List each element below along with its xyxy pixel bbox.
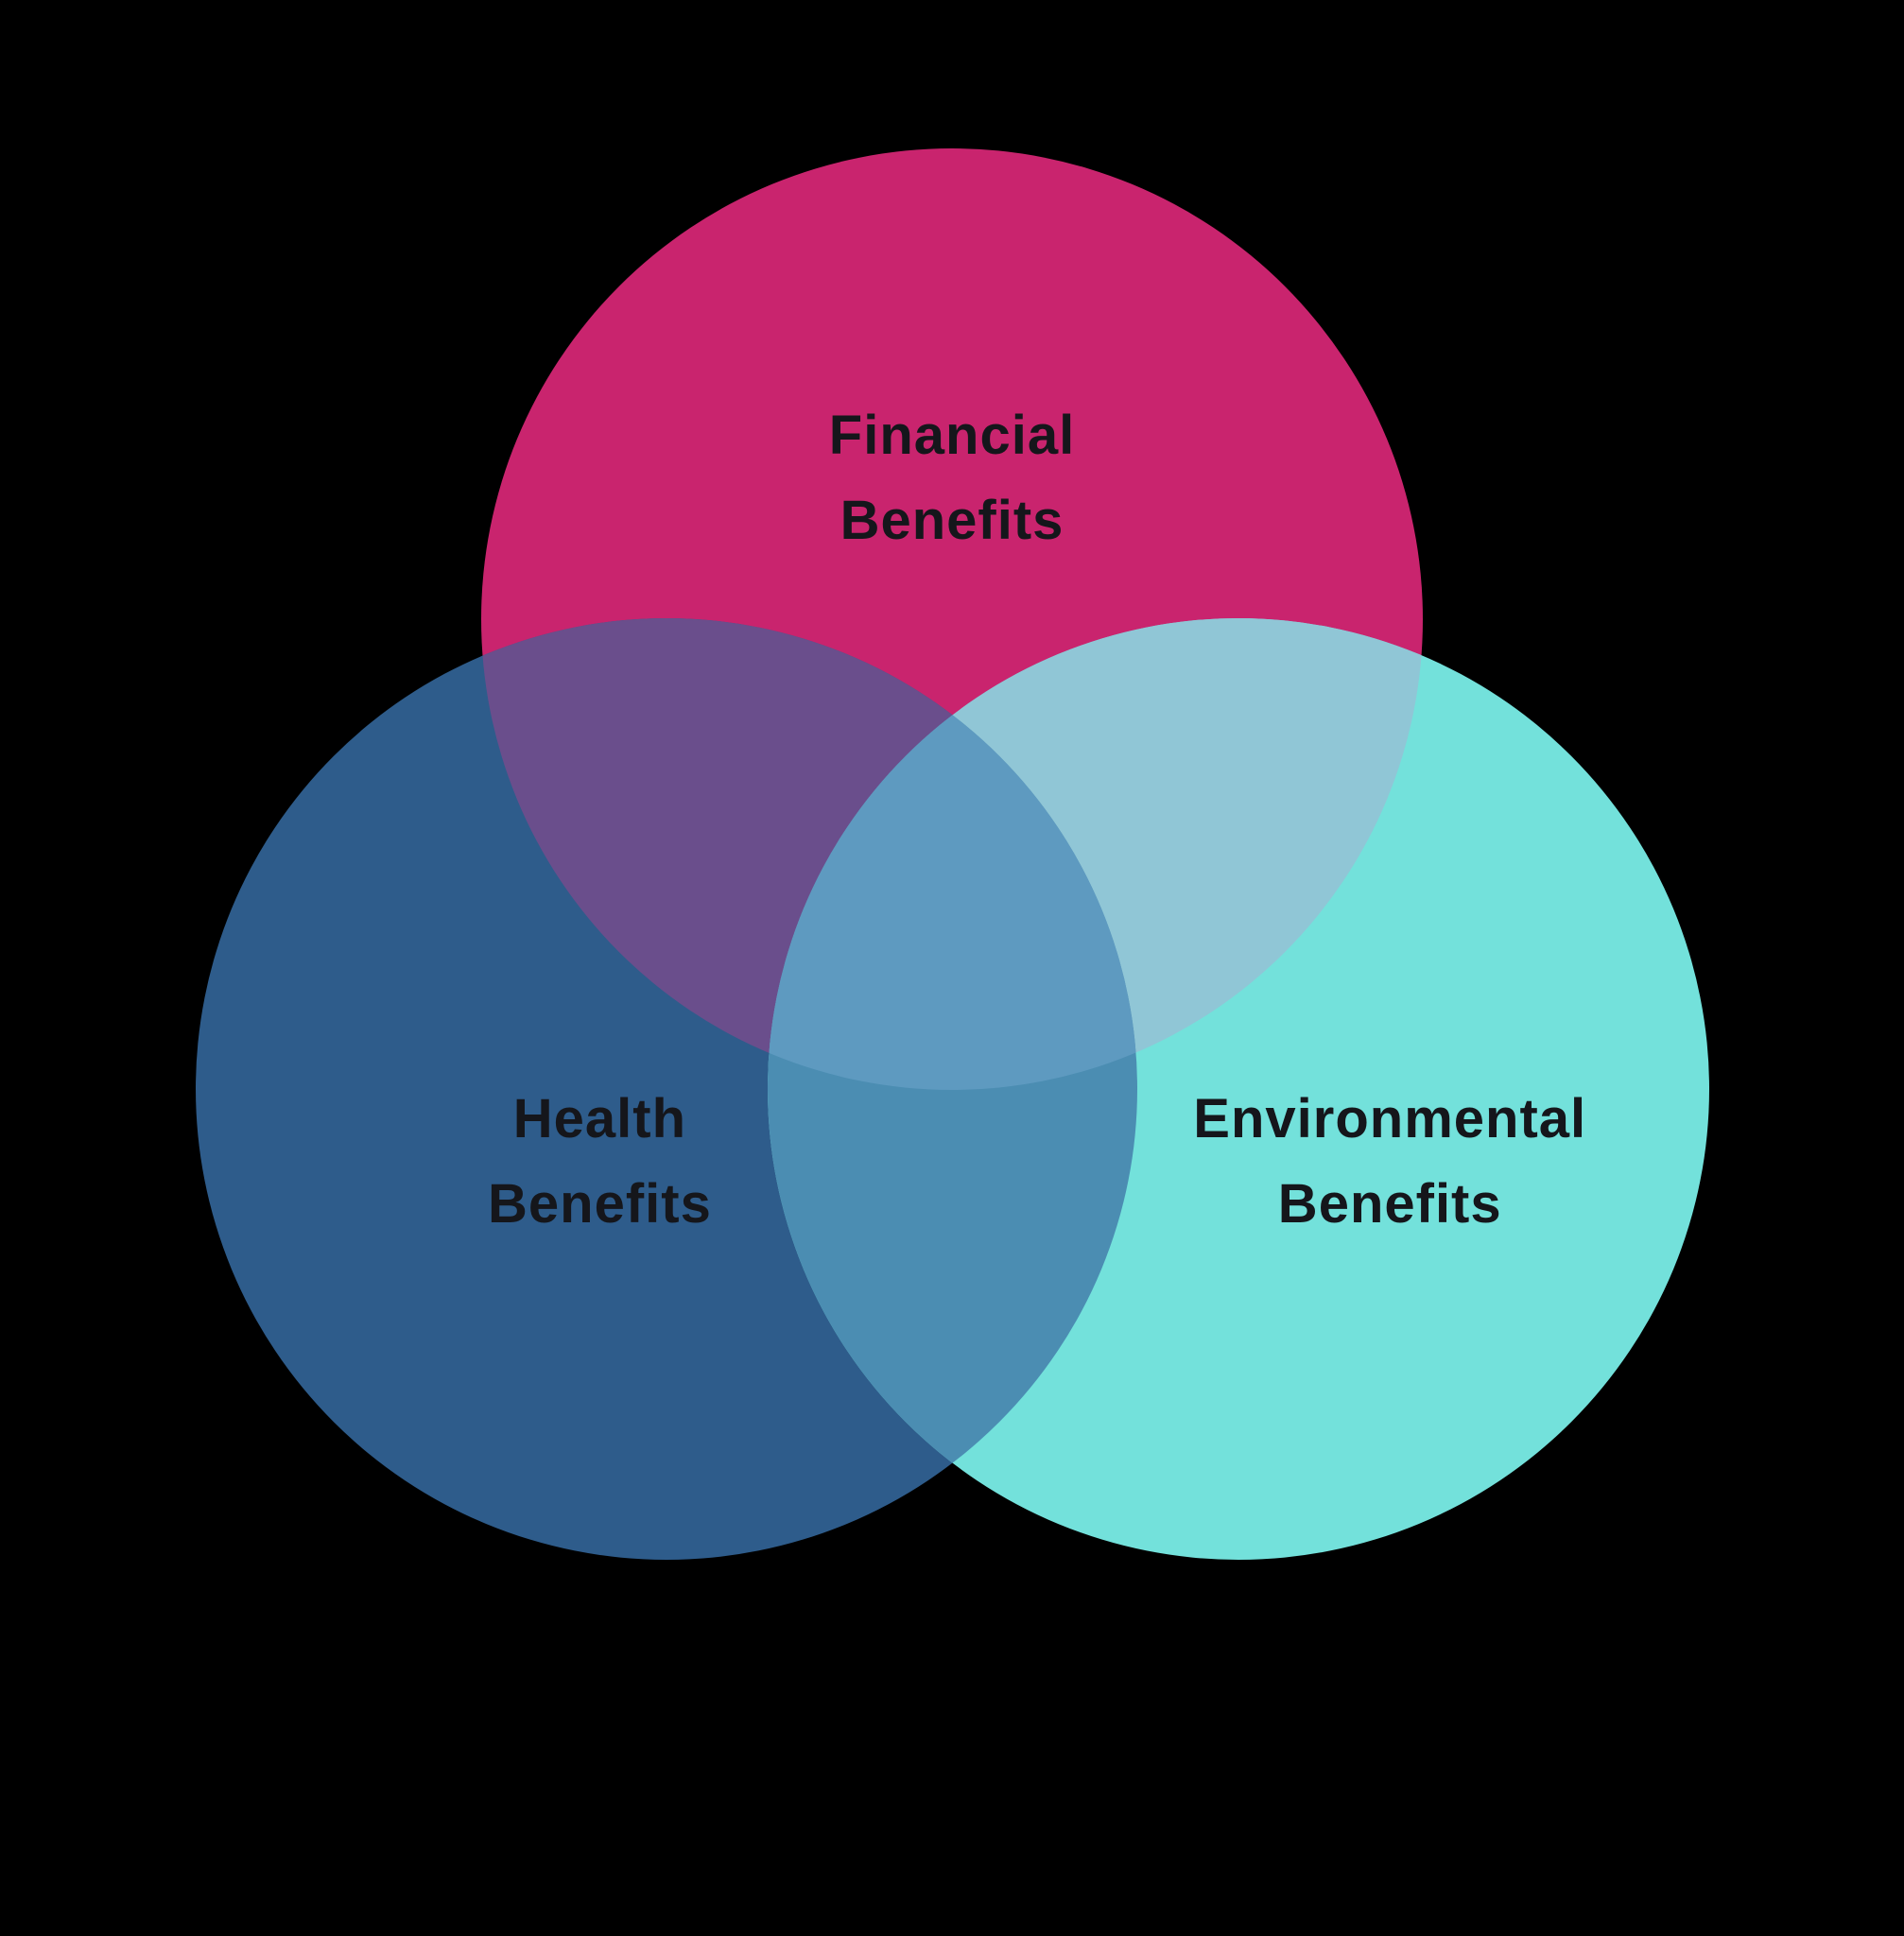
health-label-line2: Benefits [487, 1172, 712, 1235]
health-label-line1: Health [512, 1087, 687, 1150]
center-triple-overlap [768, 618, 1137, 1090]
environmental-label-line2: Benefits [1277, 1172, 1502, 1235]
center-overlap-inner [768, 618, 1137, 1090]
environmental-label: Environmental Benefits [1193, 1077, 1586, 1247]
environmental-label-line1: Environmental [1193, 1087, 1587, 1150]
financial-label: Financial Benefits [829, 393, 1075, 563]
health-label: Health Benefits [488, 1077, 712, 1247]
center-overlap-outer [768, 618, 1137, 1090]
financial-label-line1: Financial [828, 404, 1076, 466]
financial-label-line2: Benefits [839, 489, 1065, 551]
